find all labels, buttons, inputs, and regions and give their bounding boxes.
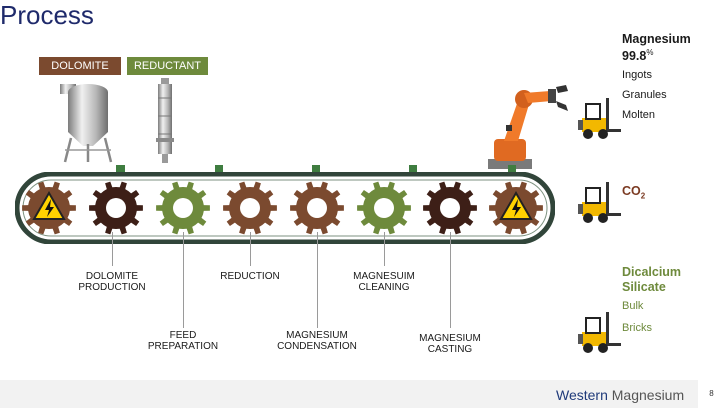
dolomite-input-tag: DOLOMITE <box>39 57 121 75</box>
warning-gear-icon <box>22 181 76 235</box>
product-magnesium-title: Magnesium <box>622 32 691 46</box>
connector-marker <box>409 165 417 173</box>
product-co2: CO2 <box>622 184 646 201</box>
reductant-input-tag: REDUCTANT <box>127 57 208 75</box>
brand-logo: Western Magnesium <box>556 387 685 403</box>
connector-marker <box>312 165 320 173</box>
forklift-icon <box>578 98 621 139</box>
connector-marker <box>116 165 125 173</box>
gear-icon <box>290 181 344 235</box>
forklift-icon <box>578 312 621 353</box>
reactor-column-icon <box>156 78 174 163</box>
product-item-molten: Molten <box>622 109 656 121</box>
mixing-tank-icon <box>60 84 113 163</box>
gear-icon <box>223 181 277 235</box>
product-magnesium-purity: 99.8% <box>622 48 654 64</box>
product-item-ingots: Ingots <box>622 69 652 81</box>
page-title: Process <box>0 0 94 30</box>
product-dicalcium-line1: Dicalcium <box>622 265 682 279</box>
gear-icon <box>357 181 411 235</box>
warning-gear-icon <box>489 181 543 235</box>
page-number: 8 <box>698 380 725 408</box>
forklift-icon <box>578 182 621 223</box>
conveyor-belt <box>15 172 555 244</box>
product-item-bricks: Bricks <box>622 322 652 334</box>
gear-icon <box>423 181 477 235</box>
connector-marker <box>215 165 223 173</box>
product-item-granules: Granules <box>622 89 667 101</box>
robot-arm-icon <box>488 85 568 169</box>
product-dicalcium-line2: Silicate <box>622 280 666 294</box>
gear-icon <box>156 181 210 235</box>
connector-marker <box>508 165 516 173</box>
product-item-bulk: Bulk <box>622 300 644 312</box>
gear-icon <box>89 181 143 235</box>
step-reduction: REDUCTION <box>220 271 280 282</box>
footer-bar <box>0 380 725 408</box>
